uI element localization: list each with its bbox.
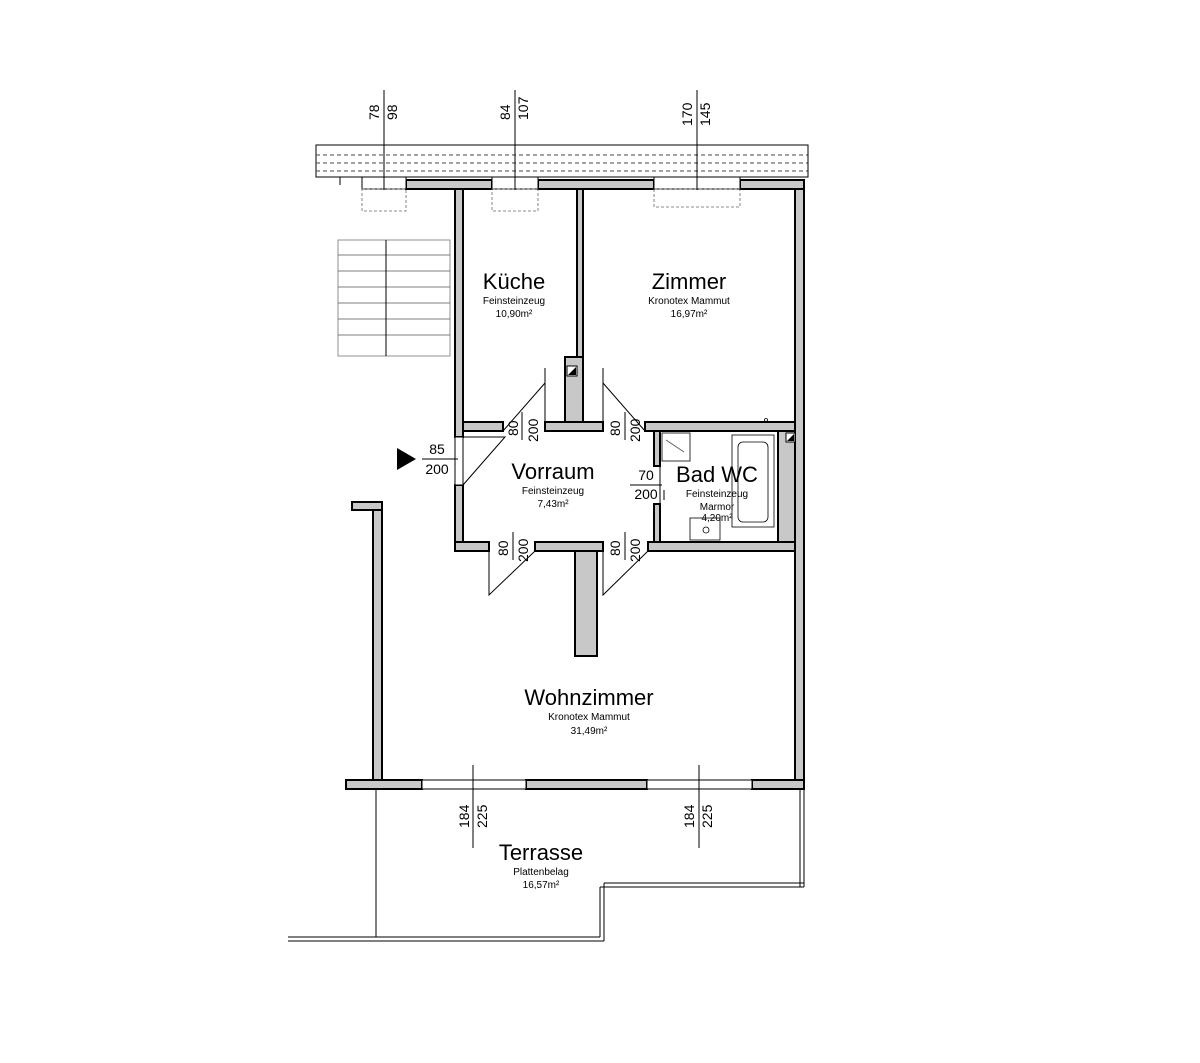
- wall-outlet-icon: [764, 418, 768, 422]
- window-height: 225: [474, 804, 490, 828]
- window-width: 184: [456, 804, 472, 828]
- window-dim-w1: 78 98: [366, 104, 400, 120]
- bathroom-fixtures: [661, 432, 775, 541]
- window-width: 184: [681, 804, 697, 828]
- door-width: 80: [505, 420, 521, 436]
- room-floor: Feinsteinzeug: [483, 296, 545, 307]
- door-height: 200: [525, 418, 541, 442]
- terrace-outline: [288, 789, 805, 942]
- staircase: [337, 239, 451, 357]
- room-bad: Bad WC Feinsteinzeug Marmor 4,20m² 4,20m…: [676, 462, 758, 524]
- door-width: 70: [638, 467, 654, 483]
- door-dim-zimmer: 80 200: [607, 412, 643, 442]
- room-name: Küche: [483, 269, 545, 294]
- window-width: 78: [366, 104, 382, 120]
- room-area-visible: 4,20m²: [701, 513, 733, 524]
- room-area: 16,97m²: [671, 309, 708, 320]
- room-floor: Kronotex Mammut: [548, 712, 630, 723]
- room-zimmer: Zimmer Kronotex Mammut 16,97m²: [648, 269, 730, 320]
- door-dim-wohn-left: 80 200: [495, 532, 531, 562]
- room-name: Zimmer: [652, 269, 727, 294]
- room-area: 7,43m²: [537, 499, 569, 510]
- window-dim-w5: 184 225: [681, 804, 715, 828]
- room-area: 10,90m²: [496, 309, 533, 320]
- room-area: 31,49m²: [571, 726, 608, 737]
- shaft-marker-bad-fill-icon: [787, 434, 794, 441]
- door-dim-bad: 70 200: [630, 467, 662, 502]
- door-height: 200: [634, 486, 658, 502]
- room-area: 16,57m²: [523, 880, 560, 891]
- room-floor-2: Marmor: [700, 502, 735, 513]
- door-swings: [454, 368, 665, 597]
- window-width: 84: [497, 104, 513, 120]
- door-dim-kueche: 80 200: [505, 412, 541, 442]
- window-dim-w3: 170 145: [679, 102, 713, 126]
- door-height: 200: [627, 538, 643, 562]
- window-dim-w2: 84 107: [497, 96, 531, 120]
- door-height: 200: [627, 418, 643, 442]
- door-dim-entry: 85 200: [422, 441, 458, 477]
- door-width: 80: [495, 540, 511, 556]
- window-width: 170: [679, 102, 695, 126]
- room-floor: Feinsteinzeug: [522, 486, 584, 497]
- room-name: Wohnzimmer: [524, 685, 653, 710]
- entry-arrow-icon: [397, 448, 416, 470]
- room-name: Terrasse: [499, 840, 583, 865]
- shaft-marker-fill-icon: [568, 367, 576, 375]
- room-terrasse: Terrasse Plattenbelag 16,57m²: [499, 840, 583, 891]
- facade-strip: [315, 144, 809, 185]
- window-height: 145: [697, 102, 713, 126]
- room-floor: Plattenbelag: [513, 867, 569, 878]
- door-width: 80: [607, 540, 623, 556]
- window-height: 107: [515, 96, 531, 120]
- door-height: 200: [515, 538, 531, 562]
- door-width: 80: [607, 420, 623, 436]
- window-dim-w4: 184 225: [456, 804, 490, 828]
- walls: [345, 179, 805, 790]
- room-name: Vorraum: [511, 459, 594, 484]
- windows: [361, 90, 753, 848]
- window-height: 98: [384, 104, 400, 120]
- window-height: 225: [699, 804, 715, 828]
- room-name: Bad WC: [676, 462, 758, 487]
- room-kueche: Küche Feinsteinzeug 10,90m²: [483, 269, 545, 320]
- room-floor: Kronotex Mammut: [648, 296, 730, 307]
- room-wohnzimmer: Wohnzimmer Kronotex Mammut 31,49m²: [524, 685, 653, 737]
- door-dim-wohn-right: 80 200: [607, 532, 643, 562]
- door-width: 85: [429, 441, 445, 457]
- room-floor: Feinsteinzeug: [686, 489, 748, 500]
- room-vorraum: Vorraum Feinsteinzeug 7,43m²: [511, 459, 594, 510]
- door-height: 200: [425, 461, 449, 477]
